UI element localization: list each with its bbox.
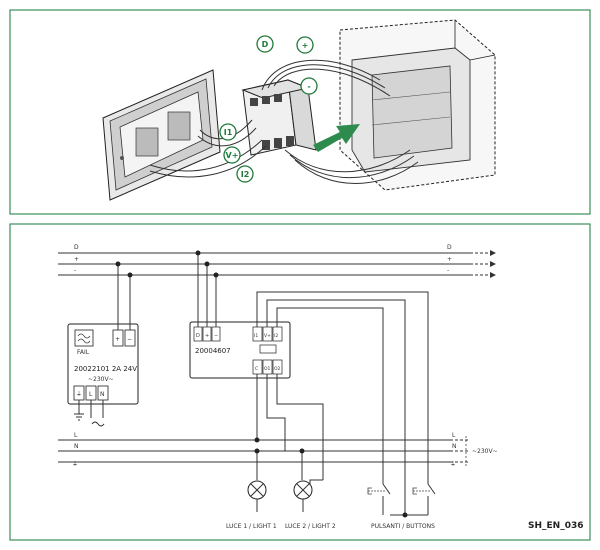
- lamp-1-icon: [247, 480, 267, 512]
- callout-i1: I1: [219, 123, 237, 141]
- callout-minus: -: [300, 77, 318, 95]
- svg-text:-: -: [307, 82, 310, 91]
- callout-plus: +: [296, 36, 314, 54]
- bus-lines: [58, 250, 496, 278]
- button-input-wiring: [256, 291, 429, 518]
- psu-terminal-n: N: [100, 391, 105, 398]
- module-terminal-c: C: [255, 366, 258, 372]
- callout-vplus: V+: [223, 146, 241, 164]
- svg-text:I2: I2: [241, 170, 250, 179]
- bus-label-left-plus: +: [74, 256, 79, 263]
- bus-label-right-d: D: [447, 244, 452, 251]
- label-buttons: PULSANTI / BUTTONS: [371, 523, 435, 530]
- push-button-2: [412, 474, 436, 515]
- mains-lines: [58, 436, 470, 466]
- module-code: 20004607: [195, 347, 231, 355]
- psu-plus-terminal: +: [115, 336, 120, 343]
- module-terminal-o1: O1: [264, 366, 271, 372]
- insert-arrow-icon: [313, 124, 360, 152]
- label-light-1: LUCE 1 / LIGHT 1: [226, 523, 277, 530]
- mains-label-right-earth: ⏚: [450, 461, 456, 468]
- module-terminal-minus: −: [214, 333, 218, 339]
- flush-box-illustration: [339, 19, 496, 191]
- psu-model: 20022101 2A 24V: [74, 365, 137, 373]
- module-terminal-o2: O2: [274, 366, 281, 372]
- mains-label-left-earth: ⏚: [72, 461, 78, 468]
- module-terminal-vplus: V+: [264, 333, 271, 339]
- psu-fail-label: FAIL: [77, 349, 90, 356]
- psu-terminal-earth: ⏚: [76, 391, 82, 398]
- module-bus-wiring: [195, 250, 219, 327]
- module-terminal-d: D: [196, 333, 200, 339]
- figure-code: SH_EN_036: [528, 521, 583, 531]
- label-light-2: LUCE 2 / LIGHT 2: [285, 523, 336, 530]
- relay-module-illustration: [241, 79, 317, 156]
- svg-text:+: +: [302, 41, 309, 50]
- psu-terminal-l: L: [89, 391, 93, 398]
- psu-minus-terminal: −: [127, 336, 132, 343]
- svg-text:V+: V+: [226, 151, 239, 160]
- mains-voltage-label: ~230V~: [472, 448, 498, 455]
- lamp-2-icon: [293, 480, 313, 512]
- push-button-1: [367, 474, 391, 515]
- bus-label-right-plus: +: [447, 256, 452, 263]
- relay-module: [189, 321, 291, 379]
- module-terminal-i2: I2: [274, 333, 278, 339]
- module-terminal-plus: +: [205, 333, 209, 339]
- wall-plate-illustration: [102, 69, 221, 201]
- bus-label-left-minus: -: [74, 267, 76, 274]
- cable-bundles: [149, 59, 419, 184]
- power-supply-unit: [67, 323, 139, 405]
- callout-d: D: [256, 35, 274, 53]
- mains-label-right-n: N: [452, 443, 457, 450]
- psu-wiring: [74, 261, 133, 427]
- mains-label-right-l: L: [452, 432, 456, 439]
- bus-label-left-d: D: [74, 244, 79, 251]
- mains-label-left-l: L: [74, 432, 78, 439]
- svg-text:D: D: [262, 40, 269, 49]
- bus-label-right-minus: -: [447, 267, 449, 274]
- mains-label-left-n: N: [74, 443, 79, 450]
- callout-i2: I2: [236, 165, 254, 183]
- svg-text:I1: I1: [224, 128, 233, 137]
- psu-input-voltage: ~230V~: [88, 376, 114, 383]
- module-terminal-i1: I1: [254, 333, 258, 339]
